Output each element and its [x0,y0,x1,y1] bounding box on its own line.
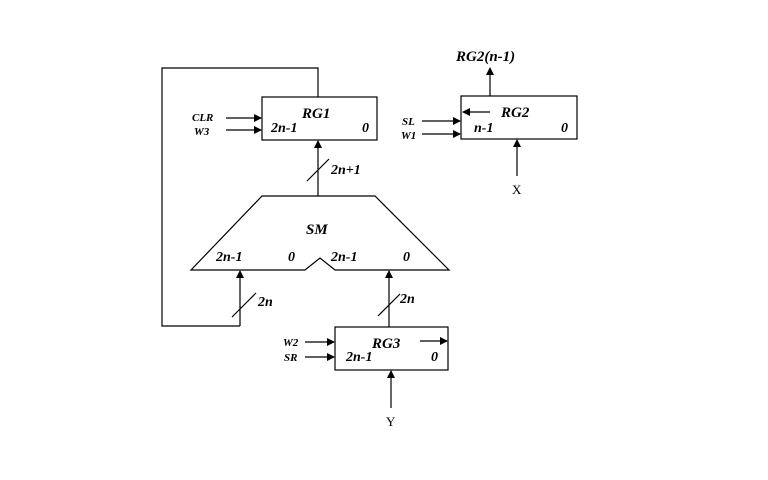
rg1-block [261,96,378,141]
sm-label: SM [306,222,328,238]
rg1-label: RG1 [301,106,330,122]
rg3-lsb-label: 0 [431,350,438,365]
rg1-msb-label: 2n-1 [270,121,297,136]
sm-left-msb-label: 2n-1 [215,250,242,265]
clr-signal-label: CLR [192,112,213,124]
rg2-msb-label: n-1 [474,121,493,136]
rg3-label: RG3 [371,336,401,352]
rg2-output-label: RG2(n-1) [455,49,515,65]
sm-left-lsb-label: 0 [288,250,295,265]
rg3-block [334,326,449,371]
sm-right-msb-label: 2n-1 [330,250,357,265]
w3-signal-label: W3 [194,126,210,138]
rg2-block [460,95,578,140]
rg1-lsb-label: 0 [362,121,369,136]
sm-to-rg1-bus-slash [306,158,330,182]
w2-signal-label: W2 [283,337,299,349]
feedback-bus-slash [231,292,257,318]
sr-signal-label: SR [284,352,297,364]
y-signal-label: Y [386,414,396,429]
sm-block [189,195,451,271]
sm-to-rg1-bus-width: 2n+1 [330,163,361,178]
rg2-label: RG2 [500,105,530,121]
rg3-bus-slash [377,293,401,317]
sm-right-lsb-label: 0 [403,250,410,265]
rg3-bus-width: 2n [399,292,415,307]
sl-signal-label: SL [402,116,415,128]
feedback-bus-width: 2n [257,295,273,310]
feedback-loop-line [161,67,319,327]
w1-signal-label: W1 [401,130,416,142]
rg2-lsb-label: 0 [561,121,568,136]
rg3-msb-label: 2n-1 [345,350,372,365]
x-signal-label: X [512,182,522,197]
